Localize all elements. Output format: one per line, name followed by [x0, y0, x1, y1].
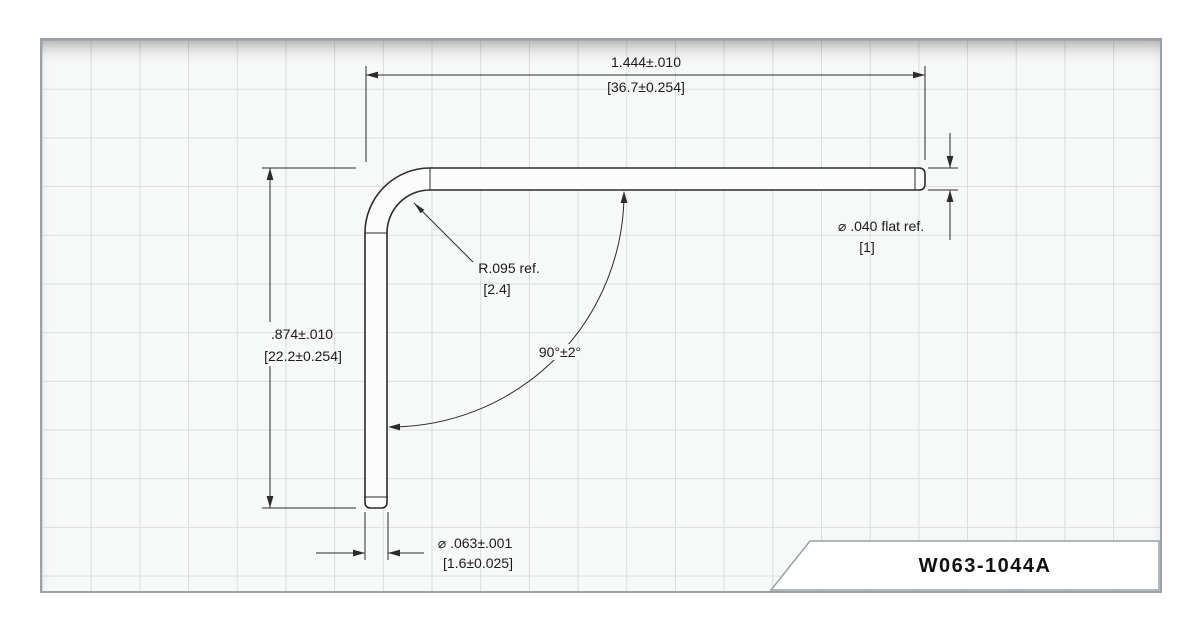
bend-radius-label: R.095 ref.	[478, 260, 540, 276]
length-dimension-metric-label: [36.7±0.254]	[607, 79, 685, 95]
bend-angle-label: 90°±2°	[535, 344, 585, 360]
height-dimension-label: .874±.010	[270, 326, 334, 342]
height-dimension-metric-label: [22.2±0.254]	[264, 348, 342, 364]
drawing-sheet-grid	[40, 38, 1162, 593]
wire-diameter-label: ⌀ .063±.001	[437, 535, 513, 551]
length-dimension-label: 1.444±.010	[611, 54, 681, 70]
bend-radius-metric-label: [2.4]	[483, 281, 511, 297]
part-number: W063-1044A	[918, 555, 1052, 577]
end-flat-label: ⌀ .040 flat ref.	[837, 218, 925, 234]
end-flat-metric-label: [1]	[859, 239, 875, 255]
wire-diameter-metric-label: [1.6±0.025]	[443, 555, 513, 571]
